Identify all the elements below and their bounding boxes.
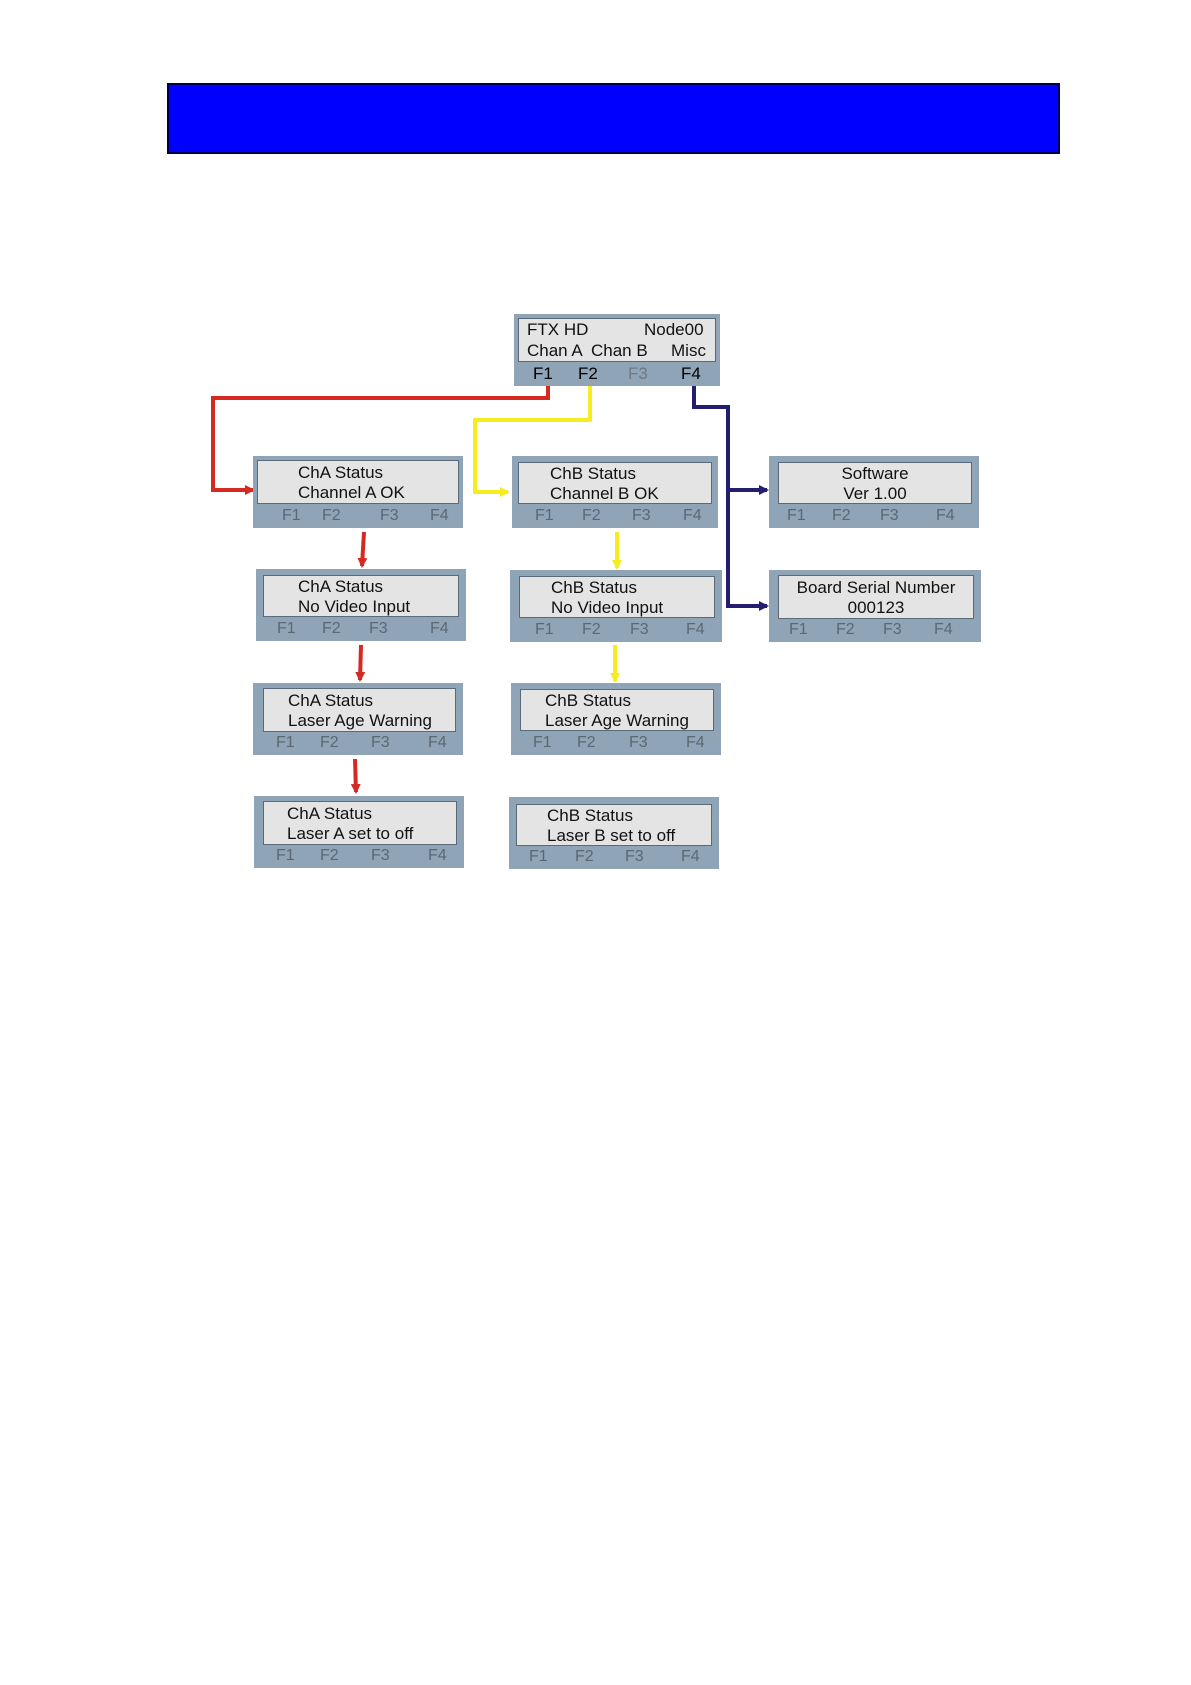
key-f1[interactable]: F1: [533, 364, 553, 383]
lcd-line1: ChB Status: [550, 464, 636, 483]
lcd-line1: ChA Status: [298, 463, 384, 482]
device-name: FTX HD: [527, 320, 589, 339]
key-f2: F2: [582, 621, 601, 638]
key-f4: F4: [430, 620, 449, 637]
arrow-f2-to-chb: [473, 386, 592, 497]
key-f1: F1: [787, 507, 806, 524]
key-f3: F3: [380, 507, 399, 524]
menu-misc: Misc: [671, 341, 706, 360]
lcd-line1: Board Serial Number: [796, 578, 956, 597]
key-f4: F4: [686, 621, 705, 638]
key-f2: F2: [320, 847, 339, 864]
arrow-f1-to-cha: [211, 386, 550, 495]
menu-chan-b: Chan B: [591, 341, 648, 360]
key-f1: F1: [533, 734, 552, 751]
lcd-main-screen: FTX HD Node00 Chan A Chan B Misc: [518, 318, 716, 362]
lcd-line1: ChB Status: [547, 806, 633, 825]
key-f2: F2: [575, 848, 594, 865]
key-f3: F3: [371, 847, 390, 864]
lcd-cha-laser-age: ChA Status Laser Age Warning F1 F2 F3 F4: [253, 683, 463, 755]
key-f2: F2: [577, 734, 596, 751]
lcd-misc-software: Software Ver 1.00 F1 F2 F3 F4: [769, 456, 979, 528]
key-f4: F4: [681, 848, 700, 865]
lcd-line2: 000123: [847, 598, 905, 617]
key-f4: F4: [683, 507, 702, 524]
node-id: Node00: [644, 320, 704, 339]
lcd-line1: ChA Status: [287, 804, 373, 823]
arrow-cha-3-4: [350, 758, 361, 794]
lcd-line1: ChA Status: [288, 691, 374, 710]
key-f4: F4: [934, 621, 953, 638]
arrow-cha-2-3: [355, 644, 366, 682]
lcd-line1: ChB Status: [545, 691, 631, 710]
key-f1: F1: [535, 507, 554, 524]
lcd-cha-channel-ok: ChA Status Channel A OK F1 F2 F3 F4: [253, 456, 463, 528]
lcd-line1: Software: [841, 464, 909, 483]
key-f1: F1: [789, 621, 808, 638]
arrow-cha-1-2: [357, 531, 368, 568]
lcd-main-menu: FTX HD Node00 Chan A Chan B Misc F1 F2 F…: [514, 314, 720, 386]
key-f1: F1: [535, 621, 554, 638]
key-f1: F1: [276, 847, 295, 864]
key-f2: F2: [836, 621, 855, 638]
key-f2: F2: [832, 507, 851, 524]
key-f2: F2: [322, 507, 341, 524]
lcd-cha-laser-off: ChA Status Laser A set to off F1 F2 F3 F…: [254, 796, 464, 868]
key-f1: F1: [276, 734, 295, 751]
lcd-chb-channel-ok: ChB Status Channel B OK F1 F2 F3 F4: [512, 456, 718, 528]
lcd-line2: Ver 1.00: [843, 484, 907, 503]
title-banner: [167, 83, 1060, 154]
key-f3: F3: [625, 848, 644, 865]
key-f3: F3: [369, 620, 388, 637]
key-f2: F2: [322, 620, 341, 637]
key-f3: F3: [632, 507, 651, 524]
key-f2: F2: [582, 507, 601, 524]
key-f4: F4: [686, 734, 705, 751]
lcd-line1: ChB Status: [551, 578, 637, 597]
lcd-chb-no-video: ChB Status No Video Input F1 F2 F3 F4: [510, 570, 722, 642]
lcd-chb-laser-off: ChB Status Laser B set to off F1 F2 F3 F…: [509, 797, 719, 869]
lcd-line2: Channel A OK: [298, 483, 405, 502]
key-f1: F1: [282, 507, 301, 524]
lcd-line2: No Video Input: [298, 597, 411, 616]
key-f3: F3: [629, 734, 648, 751]
key-f4: F4: [430, 507, 449, 524]
key-f4: F4: [936, 507, 955, 524]
lcd-line2: Channel B OK: [550, 484, 659, 503]
lcd-line2: Laser A set to off: [287, 824, 414, 843]
lcd-cha-no-video: ChA Status No Video Input F1 F2 F3 F4: [256, 569, 466, 641]
lcd-line2: Laser B set to off: [547, 826, 676, 845]
key-f2[interactable]: F2: [578, 364, 598, 383]
key-f4[interactable]: F4: [681, 364, 701, 383]
key-f3: F3: [880, 507, 899, 524]
key-f1: F1: [529, 848, 548, 865]
key-f4: F4: [428, 847, 447, 864]
lcd-line2: No Video Input: [551, 598, 664, 617]
key-f3: F3: [630, 621, 649, 638]
lcd-chb-laser-age: ChB Status Laser Age Warning F1 F2 F3 F4: [511, 683, 721, 755]
lcd-line1: ChA Status: [298, 577, 384, 596]
key-f2: F2: [320, 734, 339, 751]
menu-chan-a: Chan A: [527, 341, 583, 360]
key-f3: F3: [371, 734, 390, 751]
key-f3: F3: [883, 621, 902, 638]
lcd-line2: Laser Age Warning: [545, 711, 689, 730]
lcd-misc-serial: Board Serial Number 000123 F1 F2 F3 F4: [769, 570, 981, 642]
lcd-line2: Laser Age Warning: [288, 711, 432, 730]
key-f1: F1: [277, 620, 296, 637]
key-f3[interactable]: F3: [628, 364, 648, 383]
arrow-f4-to-misc: [692, 386, 769, 611]
key-f4: F4: [428, 734, 447, 751]
